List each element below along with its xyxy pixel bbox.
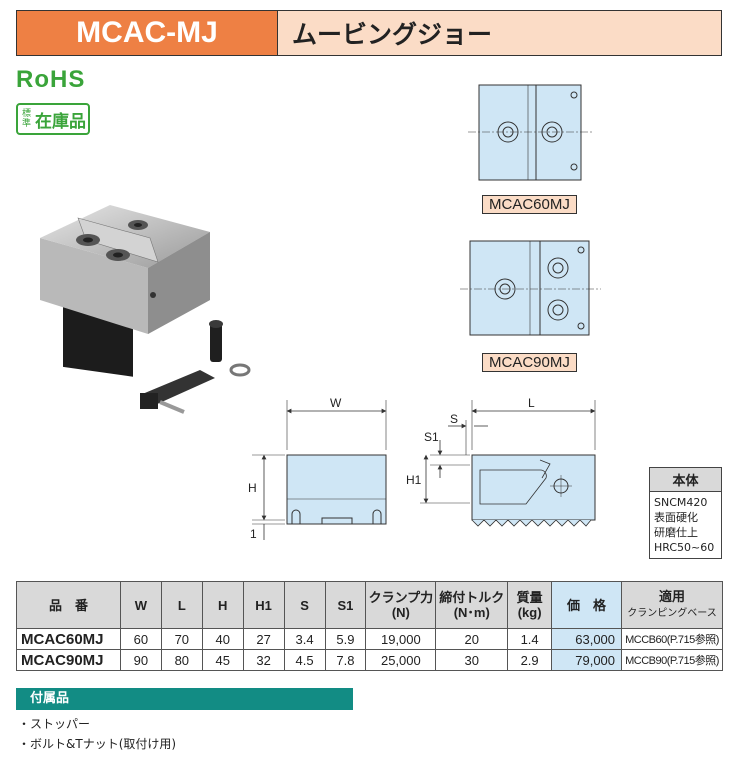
col-l: L	[160, 581, 203, 629]
material-title: 本体	[650, 468, 721, 492]
col-h1: H1	[242, 581, 285, 629]
model-label-60: MCAC60MJ	[482, 195, 577, 214]
col-base: 適用クランピングベース	[621, 581, 723, 629]
model-label-90: MCAC90MJ	[482, 353, 577, 372]
material-line: HRC50~60	[654, 541, 715, 554]
stock-badge: 標準 在庫品	[16, 103, 90, 135]
cell-h1: 32	[242, 649, 285, 671]
material-line: 研磨仕上	[654, 526, 698, 539]
title-header: MCAC-MJ ムービングジョー	[16, 10, 722, 56]
cell-torque: 20	[435, 628, 509, 650]
product-name: ムービングジョー	[278, 11, 721, 55]
stock-badge-small: 標準	[21, 109, 31, 129]
mcac90mj-top-view	[460, 240, 601, 336]
cell-h: 45	[201, 649, 244, 671]
cell-s1: 5.9	[324, 628, 367, 650]
cell-price: 63,000	[551, 628, 623, 650]
cell-s1: 7.8	[324, 649, 367, 671]
technical-drawings	[40, 84, 601, 540]
cell-clamp: 25,000	[365, 649, 437, 671]
col-h: H	[201, 581, 244, 629]
cell-part: MCAC90MJ	[16, 649, 121, 671]
dim-s1: S1	[424, 430, 439, 444]
cell-mass: 1.4	[507, 628, 553, 650]
col-clamp: クランプ力(N)	[365, 581, 437, 629]
product-photo	[40, 205, 251, 414]
table-row: MCAC60MJ 60 70 40 27 3.4 5.9 19,000 20 1…	[16, 628, 723, 650]
cell-mass: 2.9	[507, 649, 553, 671]
cell-s: 4.5	[283, 649, 326, 671]
product-code: MCAC-MJ	[17, 11, 278, 55]
cell-torque: 30	[435, 649, 509, 671]
side-view	[420, 400, 596, 527]
rohs-logo: RoHS	[16, 66, 86, 93]
dim-l: L	[528, 396, 535, 410]
cell-s: 3.4	[283, 628, 326, 650]
cell-part: MCAC60MJ	[16, 628, 121, 650]
cell-h: 40	[201, 628, 244, 650]
table-row: MCAC90MJ 90 80 45 32 4.5 7.8 25,000 30 2…	[16, 649, 723, 671]
col-part: 品 番	[16, 581, 121, 629]
dim-s: S	[450, 412, 459, 426]
mcac60mj-top-view	[468, 84, 594, 181]
cell-w: 60	[119, 628, 162, 650]
material-body: SNCM420 表面硬化 研磨仕上 HRC50~60	[650, 492, 721, 558]
dim-w: W	[330, 396, 342, 410]
col-s: S	[283, 581, 326, 629]
spec-table: 品 番 W L H H1 S S1 クランプ力(N) 締付トルク(N･m) 質量…	[16, 581, 723, 671]
cell-l: 80	[160, 649, 203, 671]
col-w: W	[119, 581, 162, 629]
cell-l: 70	[160, 628, 203, 650]
cell-clamp: 19,000	[365, 628, 437, 650]
cell-base: MCCB60(P.715参照)	[621, 628, 723, 650]
material-line: 表面硬化	[654, 511, 698, 524]
stock-badge-text: 在庫品	[35, 111, 86, 132]
col-torque: 締付トルク(N･m)	[435, 581, 509, 629]
dim-h: H	[248, 481, 257, 495]
accessories-list: ・ストッパー ・ボルト&Tナット(取付け用)	[18, 714, 176, 754]
col-price: 価 格	[551, 581, 623, 629]
list-item: ・ボルト&Tナット(取付け用)	[18, 737, 177, 751]
col-mass: 質量(kg)	[507, 581, 553, 629]
cell-h1: 27	[242, 628, 285, 650]
dim-one: 1	[250, 527, 257, 541]
material-line: SNCM420	[654, 496, 708, 509]
list-item: ・ストッパー	[18, 717, 91, 731]
cell-price: 79,000	[551, 649, 623, 671]
dim-h1: H1	[406, 473, 422, 487]
accessories-heading: 付属品	[16, 688, 353, 710]
cell-w: 90	[119, 649, 162, 671]
material-box: 本体 SNCM420 表面硬化 研磨仕上 HRC50~60	[649, 467, 722, 559]
front-view	[252, 400, 387, 540]
spec-header-row: 品 番 W L H H1 S S1 クランプ力(N) 締付トルク(N･m) 質量…	[16, 581, 723, 629]
cell-base: MCCB90(P.715参照)	[621, 649, 723, 671]
col-s1: S1	[324, 581, 367, 629]
